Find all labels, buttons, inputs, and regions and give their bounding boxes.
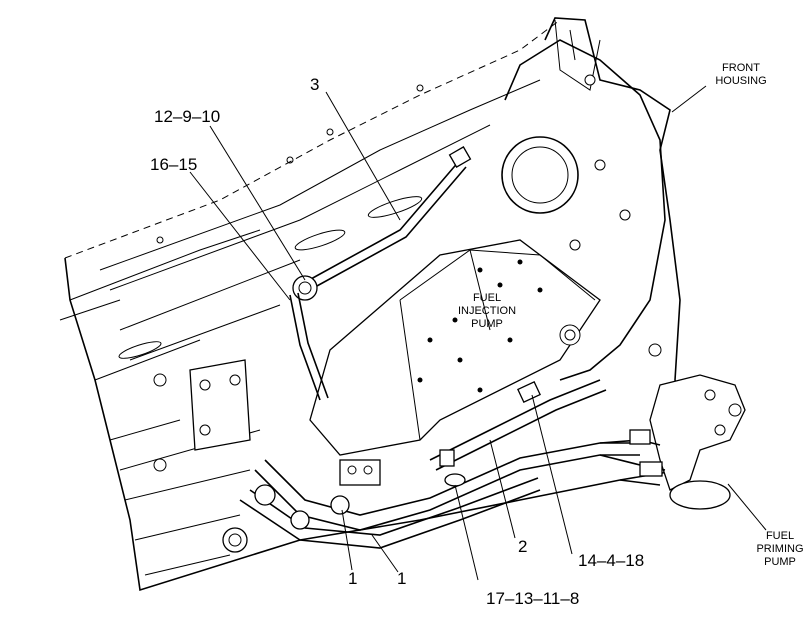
fuel-priming-line1: FUEL xyxy=(765,530,795,542)
leader-front-housing xyxy=(671,85,707,113)
block-bolt xyxy=(153,373,167,387)
left-mounting-bracket xyxy=(189,359,251,451)
leader-17-13-11-8 xyxy=(454,484,479,581)
fuel-priming-line2: PRIMING xyxy=(756,543,804,555)
leader-14-4-18 xyxy=(531,394,573,555)
fuel-injection-pump-label: FUEL INJECTION PUMP xyxy=(447,292,527,331)
block-hole xyxy=(416,84,424,92)
block-bolt xyxy=(153,458,167,472)
housing-bore-inner xyxy=(511,146,569,204)
fuel-line-16-15 xyxy=(289,294,321,401)
fuel-injection-line2: INJECTION xyxy=(457,305,517,317)
front-housing-flange xyxy=(554,19,601,91)
fuel-line-3-nut xyxy=(448,146,472,168)
front-housing-label: FRONT HOUSING xyxy=(710,62,772,88)
fuel-priming-pump xyxy=(649,374,746,491)
leader-12-9-10 xyxy=(209,125,306,281)
inlet-fitting xyxy=(254,484,276,506)
fuel-priming-line3: PUMP xyxy=(764,556,796,568)
fitting-14-4-18 xyxy=(517,380,541,404)
fuel-line-2 xyxy=(429,379,601,461)
engine-block-top-edge xyxy=(64,19,561,259)
block-slot xyxy=(294,229,346,251)
front-housing-outline xyxy=(504,39,666,381)
injection-pump-body xyxy=(309,239,601,456)
clamp-bracket xyxy=(439,449,455,467)
fitting xyxy=(290,510,310,530)
leader-fuel-priming xyxy=(727,483,767,531)
line-clamp-17-13-11-8 xyxy=(444,473,466,487)
callout-17-13-11-8: 17–13–11–8 xyxy=(486,589,580,608)
injection-pump-top xyxy=(399,249,596,301)
leader-2 xyxy=(489,439,516,539)
fuel-priming-pump-label: FUEL PRIMING PUMP xyxy=(752,530,808,569)
block-slot xyxy=(367,196,423,218)
inlet-fitting-large xyxy=(222,527,248,553)
callout-1-left: 1 xyxy=(348,569,358,588)
block-hole xyxy=(156,236,164,244)
fuel-injection-line1: FUEL xyxy=(472,292,502,304)
block-slot xyxy=(118,341,162,359)
callout-14-4-18: 14–4–18 xyxy=(578,551,645,570)
injection-pump-side xyxy=(399,249,491,441)
block-left-face xyxy=(59,229,261,441)
callout-3: 3 xyxy=(310,75,320,94)
callout-16-15: 16–15 xyxy=(150,155,198,174)
callout-2: 2 xyxy=(518,537,528,556)
leader-1b xyxy=(371,534,399,573)
housing-bolt xyxy=(594,159,606,171)
housing-bore xyxy=(501,136,579,214)
housing-bolt xyxy=(584,74,596,86)
callout-12-9-10: 12–9–10 xyxy=(154,107,221,126)
block-ridges xyxy=(99,79,541,361)
priming-fitting xyxy=(629,429,651,445)
priming-fitting xyxy=(639,461,663,477)
front-housing-line2: HOUSING xyxy=(715,75,767,87)
leader-16-15 xyxy=(189,171,291,301)
housing-bolt xyxy=(619,209,631,221)
priming-pump-base xyxy=(669,480,731,510)
leader-1a xyxy=(341,509,353,571)
housing-bolt xyxy=(569,239,581,251)
fuel-line-3 xyxy=(299,159,461,286)
fuel-injection-line3: PUMP xyxy=(471,318,503,330)
fitting-1 xyxy=(330,495,350,515)
front-housing-line1: FRONT xyxy=(722,62,760,74)
block-hole xyxy=(286,156,294,164)
valve-block xyxy=(339,459,381,486)
block-lower-ridges xyxy=(119,429,261,576)
callout-1-right: 1 xyxy=(397,569,407,588)
housing-bolt xyxy=(648,343,662,357)
fuel-line-lower xyxy=(239,489,541,549)
fuel-line-3-parallel xyxy=(305,166,467,293)
block-hole xyxy=(326,128,334,136)
leader-3 xyxy=(325,91,401,221)
